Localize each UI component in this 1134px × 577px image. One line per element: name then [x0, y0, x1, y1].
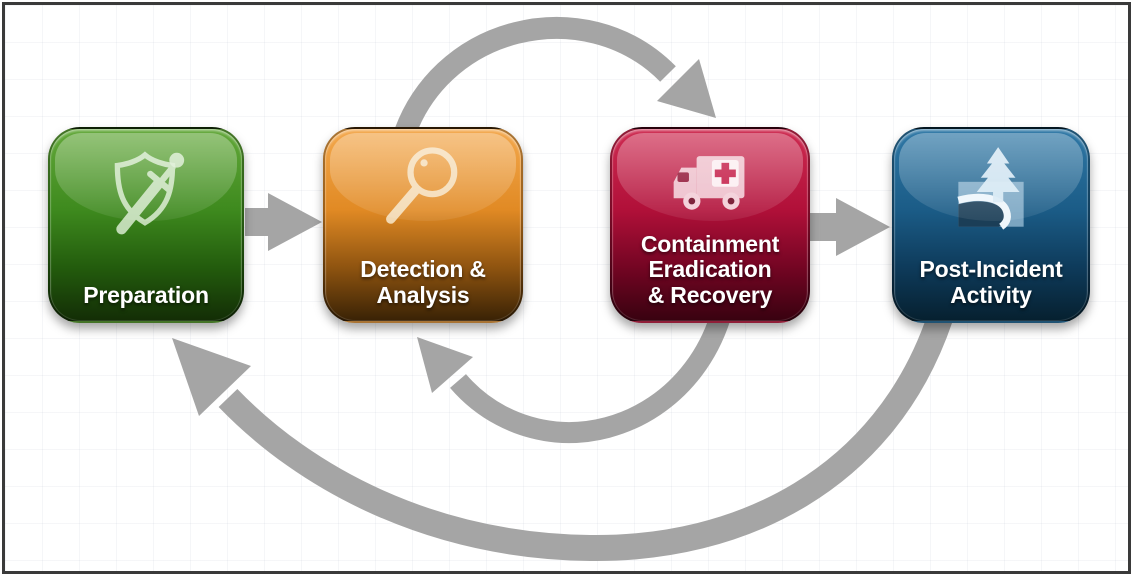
tree-path-icon: [957, 147, 1024, 230]
stage-icon-area: [93, 129, 199, 283]
stage-icon-area: [662, 129, 758, 232]
ambulance-icon: [673, 156, 745, 210]
stage-containment-eradication-recovery: Containment Eradication & Recovery: [610, 127, 810, 323]
stage-icon-area: [371, 129, 475, 257]
shield-sword-icon: [114, 151, 185, 235]
stage-label-post-incident-activity: Post-Incident Activity: [919, 256, 1063, 308]
arrow-containment-to-detection-arc: [417, 314, 730, 444]
stage-label-preparation: Preparation: [83, 281, 209, 308]
arrow-post-incident-to-preparation-arc: [172, 313, 953, 562]
stage-preparation: Preparation: [48, 127, 244, 323]
magnifier-icon: [386, 147, 458, 224]
stage-label-detection-analysis: Detection & Analysis: [360, 256, 486, 308]
arrow-containment-to-post-incident: [810, 198, 890, 256]
stage-icon-area: [940, 129, 1042, 257]
stage-label-containment-eradication-recovery: Containment Eradication & Recovery: [640, 231, 780, 308]
stage-post-incident-activity: Post-Incident Activity: [892, 127, 1090, 323]
arrow-detection-to-containment-arc: [390, 17, 716, 149]
arrow-preparation-to-detection: [245, 193, 322, 251]
stage-detection-analysis: Detection & Analysis: [323, 127, 523, 323]
